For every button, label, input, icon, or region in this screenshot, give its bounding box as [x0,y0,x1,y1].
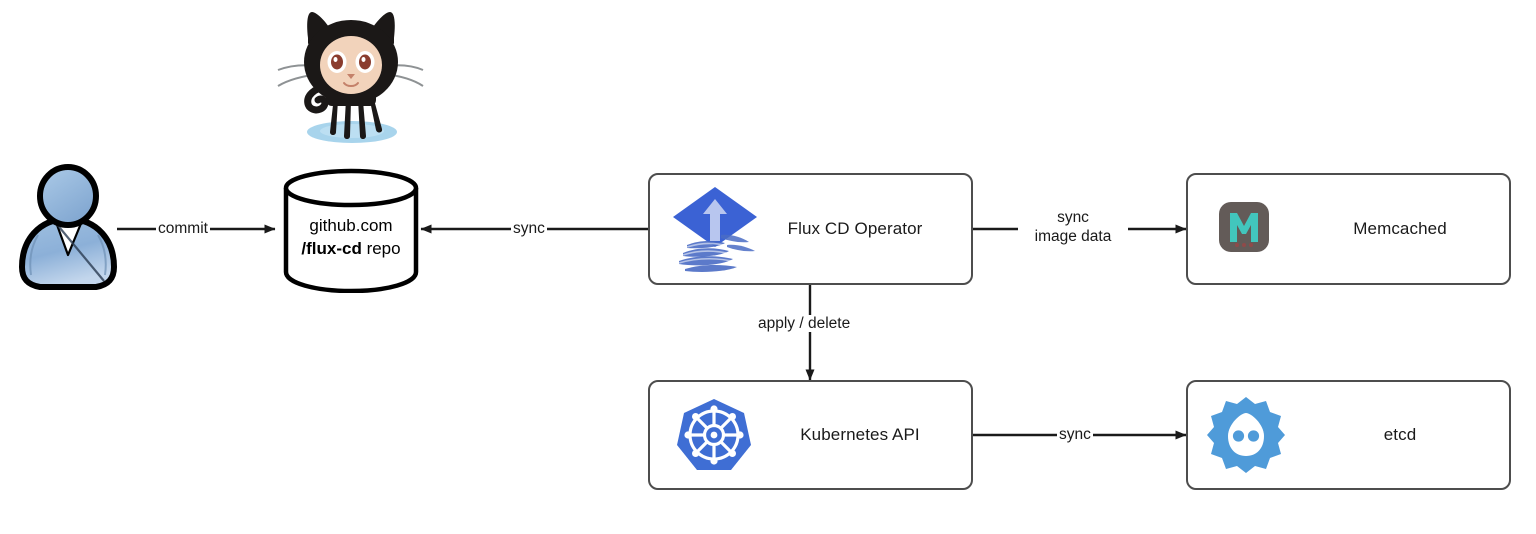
repo-path: /flux-cd [301,239,362,258]
edge-label-sync-image-data-line1: sync [1057,209,1089,226]
node-label-flux-cd-operator: Flux CD Operator [787,219,923,238]
edge-label-sync-repo: sync [511,220,547,237]
kubernetes-logo [676,397,752,473]
node-label-kubernetes-api: Kubernetes API [800,425,920,444]
etcd-logo [1205,394,1287,476]
node-label-memcached: Memcached [1353,219,1447,238]
repo-suffix: repo [361,239,401,258]
user-actor [14,163,122,291]
edge-label-sync-etcd: sync [1057,426,1093,443]
repo-line-1: github.com [309,216,393,235]
edge-label-commit: commit [156,220,210,237]
repo-line-2: /flux-cd repo [281,237,421,260]
octocat-icon [277,12,424,143]
memcached-logo [1218,201,1270,253]
edge-label-sync-image-data: sync image data [1018,208,1128,246]
flux-cd-icon [673,187,757,272]
memcached-icon [1219,202,1269,252]
edge-label-sync-image-data-line2: image data [1034,228,1112,245]
etcd-icon [1207,397,1285,473]
flux-cd-logo [669,185,761,273]
cylinder-database-icon [283,168,419,294]
git-repository[interactable] [281,167,421,294]
person-icon [19,164,117,290]
git-repository-label: github.com /flux-cd repo [281,214,421,260]
edge-label-apply-delete: apply / delete [756,315,853,332]
kubernetes-icon [677,399,751,470]
node-label-etcd: etcd [1383,425,1417,444]
github-octocat-logo [272,4,428,152]
